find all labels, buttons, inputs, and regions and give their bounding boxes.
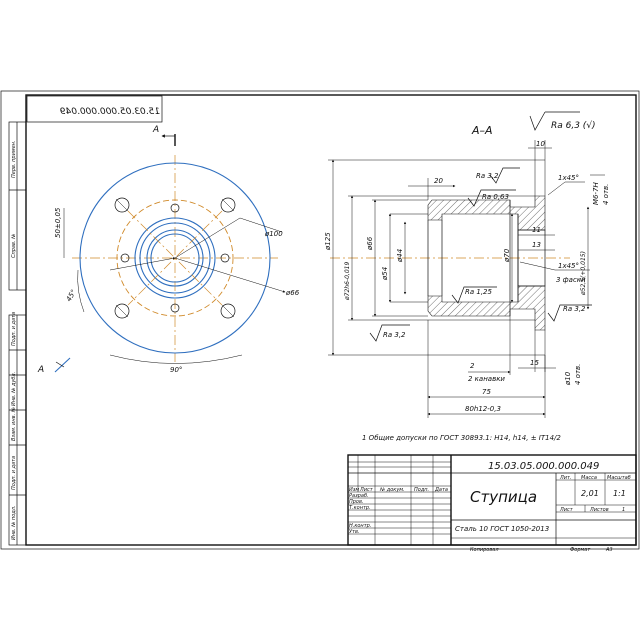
sec-dim-15: 15 [530, 359, 539, 367]
mirrored-drawing-number: 15.03.05.000.000.049 [60, 107, 160, 117]
side-label-6: Подп. и дата [11, 456, 17, 490]
tb-copied-label: Копировал [470, 547, 499, 553]
side-label-3: Подп. и дата [11, 312, 17, 346]
sec-chamfer-2-note: 3 фаски [556, 276, 586, 284]
tb-mass-value: 2,01 [581, 489, 599, 498]
front-dim-angle45: 45° [65, 288, 78, 303]
general-surface-finish: Ra 6,3 (√) [551, 120, 596, 131]
section-view: А–А Ra 6,3 (√) ø125 ø72h6-0,019 ø66 ø54 … [324, 111, 610, 418]
roughness-1: Ra 3,2 [476, 172, 499, 180]
roughness-4: Ra 3,2 [563, 305, 586, 313]
mirrored-number-box [26, 95, 163, 123]
title-material: Сталь 10 ГОСТ 1050-2013 [455, 525, 549, 533]
title-drawing-number: 15.03.05.000.000.049 [488, 461, 599, 472]
tb-format-value: А3 [605, 547, 613, 553]
sec-groove-note: 2 канавки [468, 375, 505, 383]
sec-dim-d70: ø70 [503, 248, 511, 263]
sec-hole-d10: ø10 [564, 371, 572, 386]
tb-role-check: Пров. [349, 499, 364, 505]
roughness-2: Ra 0,63 [482, 193, 509, 201]
tb-col-date: Дата [434, 487, 448, 493]
tb-sheets-label: Листов [589, 507, 609, 513]
tb-scale-label: Масштаб [607, 475, 631, 481]
sec-thread-count: 4 отв. [602, 184, 610, 205]
sec-dim-11: 11 [532, 226, 541, 234]
tb-col-list: Лист [359, 487, 374, 493]
sec-dim-10-top: 10 [536, 140, 545, 148]
threaded-holes-inner [120, 203, 230, 313]
tb-role-ncontr: Н.контр. [349, 523, 371, 529]
tb-role-dev: Разраб. [349, 493, 369, 499]
sec-dim-d125: ø125 [324, 232, 332, 251]
front-dim-d66: ø66 [285, 289, 300, 297]
side-label-4: Инв. № дубл. [11, 372, 17, 406]
tb-col-izm: Изм [349, 487, 359, 493]
side-label-5: Взам. инв. № [11, 407, 17, 441]
sec-dim-2: 2 [470, 362, 475, 370]
sheet-outer-border [0, 90, 640, 550]
title-part-name: Ступица [470, 488, 537, 506]
tb-format-label: Формат [570, 547, 591, 553]
section-marker-top: А [152, 125, 159, 135]
sec-dim-75: 75 [482, 388, 491, 396]
side-label-7: Инв. № подл. [11, 506, 17, 541]
sec-hole-count: 4 отв. [574, 364, 582, 385]
sec-dim-d66: ø66 [366, 236, 374, 251]
front-dim-d100: ø100 [264, 230, 283, 238]
front-dim-angle90: 90° [170, 366, 182, 374]
front-view: ø100 ø66 50±0,05 45° 90° А А [37, 125, 300, 375]
tb-lit-label: Лит. [559, 475, 572, 481]
tb-sheets-value: 1 [622, 507, 625, 513]
sec-chamfer-2: 1x45° [558, 262, 579, 270]
front-dim-bolt-offset: 50±0,05 [54, 207, 62, 238]
tb-mass-label: Масса [581, 475, 597, 481]
sec-dim-13: 13 [532, 241, 541, 249]
tb-scale-value: 1:1 [613, 489, 626, 498]
side-label-2: Справ. № [11, 234, 17, 258]
tb-role-approve: Утв. [349, 529, 360, 535]
section-title: А–А [471, 124, 493, 137]
tech-requirements-note: 1 Общие допуски по ГОСТ 30893.1: H14, h1… [362, 434, 561, 442]
sec-dim-20: 20 [434, 177, 443, 185]
sec-thread-m6: M6-7H [592, 182, 600, 205]
tb-col-doc: № докум. [379, 487, 405, 493]
tb-col-sign: Подп. [414, 487, 429, 493]
sec-dim-d52: ø52,5(+0,015) [580, 251, 587, 296]
side-label-1: Перв. примен. [11, 140, 17, 178]
sec-dim-d72h6: ø72h6-0,019 [344, 262, 351, 301]
title-block: Изм Лист № докум. Подп. Дата Разраб. Про… [347, 454, 637, 553]
side-stamp: Перв. примен. Справ. № Подп. и дата Инв.… [8, 121, 27, 546]
bolt-holes-outer [114, 197, 236, 319]
sec-dim-80: 80h12-0,3 [465, 405, 501, 413]
tb-role-tcontr: Т.контр. [349, 505, 371, 511]
sec-dim-d44: ø44 [396, 249, 404, 263]
sec-dim-d54: ø54 [381, 267, 389, 281]
roughness-5: Ra 3,2 [383, 331, 406, 339]
tb-sheet-label: Лист [559, 507, 574, 513]
section-marker-bottom: А [37, 365, 44, 375]
roughness-3: Ra 1,25 [465, 288, 493, 296]
sec-chamfer-1: 1x45° [558, 174, 579, 182]
